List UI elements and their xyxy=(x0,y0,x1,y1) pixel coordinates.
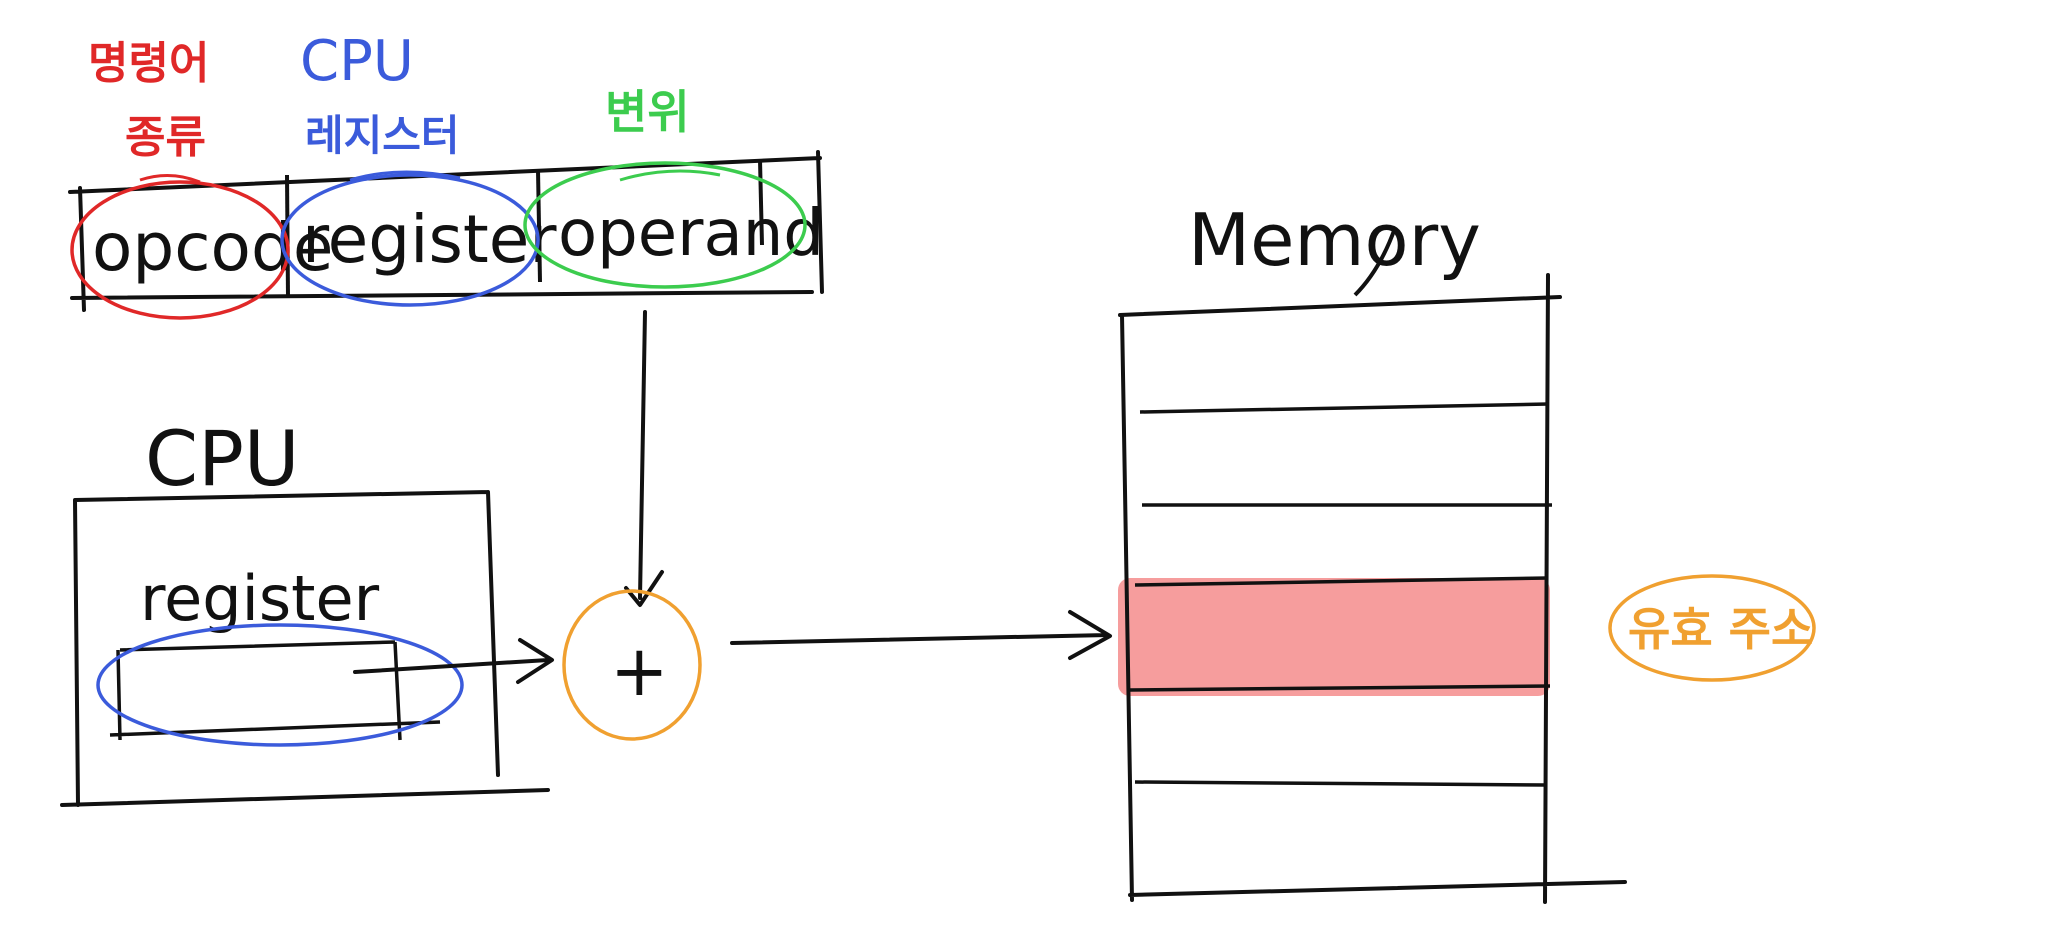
cpu-register-label: register xyxy=(140,562,380,635)
memory-row-divider xyxy=(1139,402,1549,414)
memory-block: Memory 유효 주소 xyxy=(1118,198,1816,904)
operand-field: operand xyxy=(558,197,824,271)
register-field: register xyxy=(302,201,557,278)
register-annotation-stroke xyxy=(349,170,461,182)
adder-circle xyxy=(562,589,702,741)
memory-row-divider xyxy=(1134,780,1546,787)
operand-annotation-stroke xyxy=(619,169,721,182)
opcode-field: opcode xyxy=(92,209,333,286)
cpu-box xyxy=(60,490,550,807)
opcode-annotation-line1: 명령어 xyxy=(88,38,209,89)
opcode-annotation-stroke xyxy=(139,174,201,184)
cpu-register-box xyxy=(109,640,441,741)
cpu-register-circle xyxy=(96,623,464,747)
cpu-block: CPU register xyxy=(60,414,554,807)
field-divider xyxy=(758,159,764,246)
adder-to-memory-arrow xyxy=(730,610,1112,660)
adder: + xyxy=(562,589,1112,741)
register-annotation-line2: 레지스터 xyxy=(305,111,460,160)
operand-circle xyxy=(523,161,807,289)
memory-title: Memory xyxy=(1188,198,1481,282)
operand-to-adder-line xyxy=(624,310,664,607)
opcode-circle xyxy=(70,180,290,320)
cpu-title: CPU xyxy=(145,414,300,503)
register-annotation-line1: CPU xyxy=(300,29,414,94)
register-circle xyxy=(280,173,540,307)
field-divider xyxy=(536,169,542,283)
effective-address-cell xyxy=(1118,578,1550,696)
memory-title-tail xyxy=(1353,227,1397,297)
operand-annotation: 변위 xyxy=(605,85,690,139)
adder-symbol: + xyxy=(610,630,669,712)
memory-outline xyxy=(1118,273,1627,904)
effective-address-label: 유효 주소 xyxy=(1628,602,1813,656)
opcode-annotation-line2: 종류 xyxy=(125,112,206,163)
memory-row-divider xyxy=(1134,576,1549,587)
effective-address-circle xyxy=(1608,574,1816,682)
register-to-adder-arrow xyxy=(353,638,554,684)
memory-row-divider xyxy=(1129,684,1551,692)
instruction-format: opcode register operand 명령어 종류 CPU 레지스터 … xyxy=(68,29,824,320)
